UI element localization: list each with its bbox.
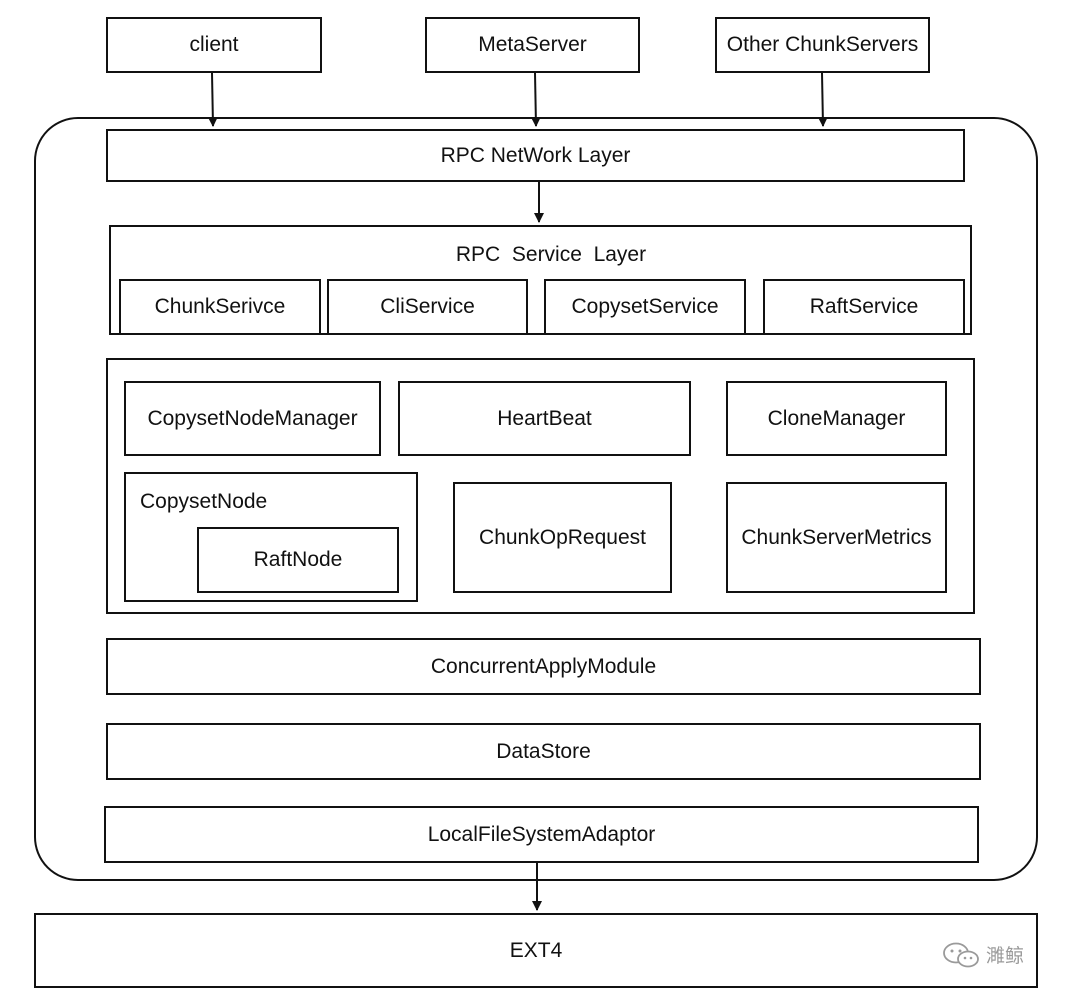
- raft-node-box: RaftNode: [197, 527, 399, 593]
- raft-service-box: RaftService: [763, 279, 965, 335]
- watermark-text: 濉鲸: [986, 946, 1025, 967]
- heartbeat-label: HeartBeat: [497, 406, 592, 430]
- core-components-group: [106, 358, 975, 614]
- clone-manager-label: CloneManager: [767, 406, 906, 430]
- copyset-service-box: CopysetService: [544, 279, 746, 335]
- cli-service-label: CliService: [380, 295, 475, 318]
- chunk-op-request-box: ChunkOpRequest: [453, 482, 672, 593]
- cli-service-box: CliService: [327, 279, 528, 335]
- concurrent-apply-module-box: ConcurrentApplyModule: [106, 638, 981, 695]
- ext4-box: EXT4: [34, 913, 1038, 988]
- copyset-node-label: CopysetNode: [140, 490, 268, 513]
- other-chunkservers-label: Other ChunkServers: [726, 33, 919, 56]
- datastore-label: DataStore: [496, 739, 591, 763]
- chunk-op-request-label: ChunkOpRequest: [479, 525, 646, 549]
- copyset-node-box: [124, 472, 418, 602]
- clone-manager-box: CloneManager: [726, 381, 947, 456]
- raft-service-label: RaftService: [809, 295, 919, 318]
- copyset-service-label: CopysetService: [571, 295, 719, 318]
- rpc-network-layer: RPC NetWork Layer: [106, 129, 965, 182]
- chunk-service-label: ChunkSerivce: [154, 295, 286, 318]
- metaserver-box: MetaServer: [425, 17, 640, 73]
- chunk-service-box: ChunkSerivce: [119, 279, 321, 335]
- heartbeat-box: HeartBeat: [398, 381, 691, 456]
- local-fs-adaptor-label: LocalFileSystemAdaptor: [427, 822, 656, 846]
- copyset-node-manager-label: CopysetNodeManager: [147, 406, 358, 430]
- concurrent-apply-module-label: ConcurrentApplyModule: [430, 654, 657, 678]
- watermark: 濉鲸: [942, 941, 1024, 968]
- client-box: client: [106, 17, 322, 73]
- ext4-label: EXT4: [509, 938, 563, 962]
- metaserver-label: MetaServer: [478, 33, 587, 56]
- raft-node-label: RaftNode: [253, 548, 343, 571]
- rpc-service-layer: [109, 225, 972, 335]
- local-fs-adaptor-box: LocalFileSystemAdaptor: [104, 806, 979, 863]
- chunkserver-metrics-box: ChunkServerMetrics: [726, 482, 947, 593]
- datastore-box: DataStore: [106, 723, 981, 780]
- wechat-icon: [943, 942, 979, 967]
- chunkserver-metrics-label: ChunkServerMetrics: [741, 525, 932, 549]
- copyset-node-manager-box: CopysetNodeManager: [124, 381, 381, 456]
- other-chunkservers-box: Other ChunkServers: [715, 17, 930, 73]
- rpc-network-layer-label: RPC NetWork Layer: [440, 143, 631, 167]
- client-label: client: [189, 33, 239, 56]
- rpc-service-layer-title: RPC Service Layer: [455, 243, 647, 266]
